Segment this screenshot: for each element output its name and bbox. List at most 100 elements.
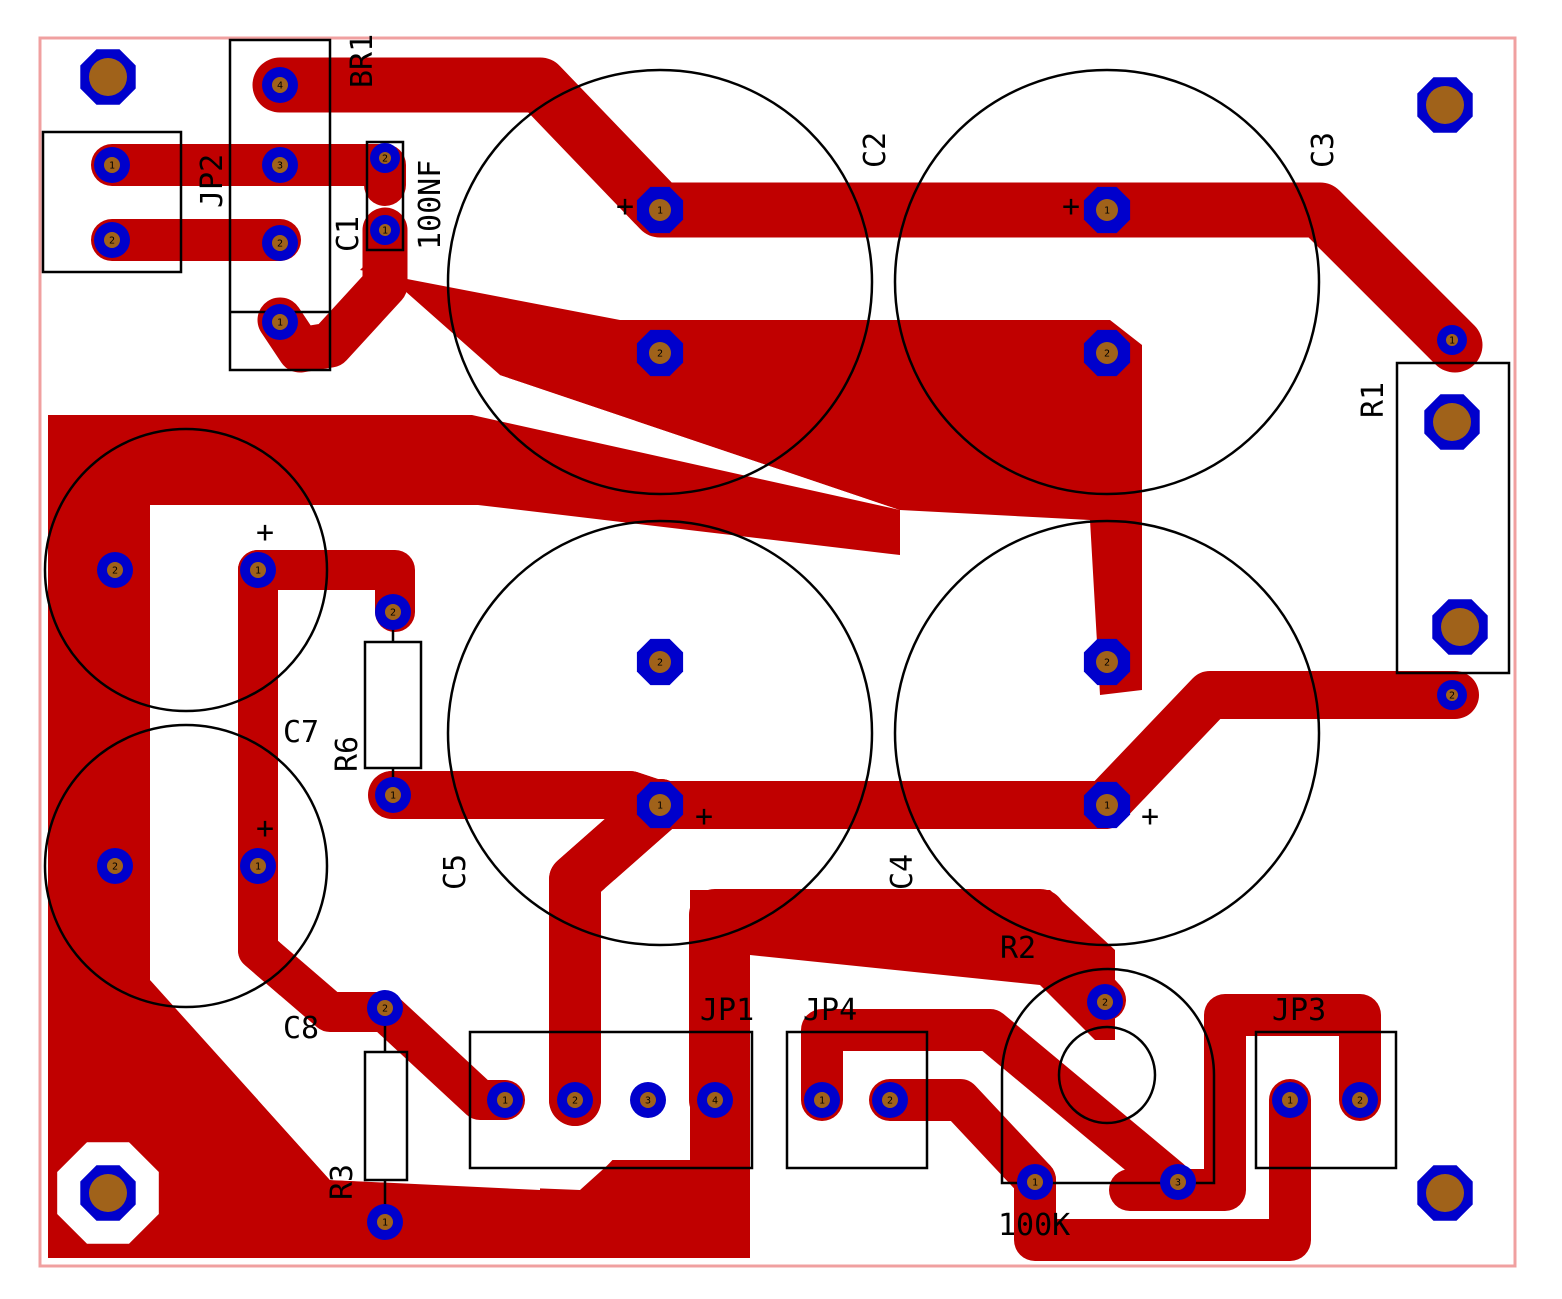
pad-p1: 1 xyxy=(375,777,411,813)
trace-r6-c5-top xyxy=(368,771,684,829)
cap-negative-pour xyxy=(360,260,1142,695)
pad-number: 3 xyxy=(645,1096,651,1107)
label-r3: R3 xyxy=(325,1164,360,1200)
pad-drill xyxy=(107,858,123,874)
trace-jp4-2-r2 xyxy=(869,1079,1056,1201)
trace-c7-down xyxy=(238,550,525,1120)
pad-p1: 1 xyxy=(94,147,130,183)
pad-number: 2 xyxy=(657,349,663,360)
pad-number: 2 xyxy=(1449,691,1455,702)
pad-number: 1 xyxy=(657,206,663,217)
pad-drill xyxy=(649,794,671,816)
pad-drill xyxy=(1170,1174,1186,1190)
pad-drill xyxy=(272,77,288,93)
pad-p1: 1 xyxy=(1437,325,1467,355)
c7-outline xyxy=(43,427,329,713)
pad-drill xyxy=(272,157,288,173)
mounting-hole xyxy=(80,49,136,105)
label-c5: C5 xyxy=(438,854,473,890)
pad-number: 2 xyxy=(1357,1096,1363,1107)
pad-drill xyxy=(250,858,266,874)
pad-p1: 1 xyxy=(636,781,684,829)
pad-p3: 3 xyxy=(630,1082,666,1118)
pad-p1: 1 xyxy=(370,215,400,245)
pad-number: 4 xyxy=(277,81,283,92)
pad-number: 2 xyxy=(657,658,663,669)
pad-p2: 2 xyxy=(636,638,684,686)
pad-drill xyxy=(1096,199,1118,221)
pad-drill xyxy=(1027,1174,1043,1190)
pad-number: 2 xyxy=(1104,349,1110,360)
mounting-hole xyxy=(1432,599,1488,655)
pad-drill xyxy=(1433,403,1471,441)
c4-outline xyxy=(893,519,1321,947)
pad-drill xyxy=(1446,689,1458,701)
pad-drill xyxy=(1096,651,1118,673)
pad-p1: 1 xyxy=(804,1082,840,1118)
clearance-jp-row xyxy=(605,880,690,1160)
plus-c2: + xyxy=(616,189,634,224)
pad-p2: 2 xyxy=(370,143,400,173)
label-r2: R2 xyxy=(1000,931,1036,966)
pad-drill xyxy=(649,199,671,221)
pad-number: 2 xyxy=(109,236,115,247)
pad-drill xyxy=(1426,1174,1464,1212)
label-c7: C7 xyxy=(283,715,319,750)
label-jp3: JP3 xyxy=(1272,993,1326,1028)
pad-p1: 1 xyxy=(240,848,276,884)
pad-number: 1 xyxy=(1104,801,1110,812)
plus-c7: + xyxy=(256,515,274,550)
pad-drill xyxy=(882,1092,898,1108)
pad-number: 1 xyxy=(657,801,663,812)
pad-number: 2 xyxy=(572,1096,578,1107)
pad-number: 3 xyxy=(277,161,283,172)
c1-outline xyxy=(365,140,405,252)
pad-number: 1 xyxy=(277,318,283,329)
pad-number: 1 xyxy=(255,862,261,873)
pad-p3: 3 xyxy=(1160,1164,1196,1200)
label-r1: R1 xyxy=(1356,382,1391,418)
plus-c3: + xyxy=(1062,189,1080,224)
mounting-hole xyxy=(1417,77,1473,133)
pad-drill xyxy=(89,58,127,96)
pad-drill xyxy=(385,604,401,620)
pad-p1: 1 xyxy=(487,1082,523,1118)
pad-number: 1 xyxy=(1104,206,1110,217)
label-c8: C8 xyxy=(283,1011,319,1046)
pad-number: 2 xyxy=(1102,998,1108,1009)
pad-p1: 1 xyxy=(240,552,276,588)
pad-p4: 4 xyxy=(697,1082,733,1118)
pad-number: 1 xyxy=(1032,1178,1038,1189)
pad-number: 1 xyxy=(390,791,396,802)
pad-drill xyxy=(1446,334,1458,346)
pad-p2: 2 xyxy=(1342,1082,1378,1118)
trace-jp1-4-up xyxy=(689,889,1066,1126)
pad-p2: 2 xyxy=(94,222,130,258)
plus-c5: + xyxy=(695,799,713,834)
pad-number: 1 xyxy=(109,161,115,172)
pad-drill xyxy=(385,787,401,803)
clearance-left xyxy=(150,505,478,1100)
pad-drill xyxy=(567,1092,583,1108)
pad-number: 1 xyxy=(819,1096,825,1107)
c8-outline xyxy=(43,723,329,1009)
pad-drill xyxy=(272,314,288,330)
label-jp1: JP1 xyxy=(700,993,754,1028)
pad-p2: 2 xyxy=(1083,638,1131,686)
pad-drill xyxy=(377,1214,393,1230)
pad-p2: 2 xyxy=(1083,329,1131,377)
mounting-hole xyxy=(1424,394,1480,450)
pad-number: 2 xyxy=(382,1004,388,1015)
pad-drill xyxy=(272,235,288,251)
c3-outline xyxy=(893,68,1321,496)
mounting-hole xyxy=(57,1142,159,1244)
pad-p1: 1 xyxy=(1083,186,1131,234)
pad-number: 1 xyxy=(382,226,388,237)
pad-p2: 2 xyxy=(636,329,684,377)
pad-p1: 1 xyxy=(636,186,684,234)
pad-number: 1 xyxy=(1449,336,1455,347)
pad-number: 3 xyxy=(1175,1178,1181,1189)
jp3-outline xyxy=(1254,1030,1398,1170)
label-r2-value: 100K xyxy=(998,1208,1070,1243)
